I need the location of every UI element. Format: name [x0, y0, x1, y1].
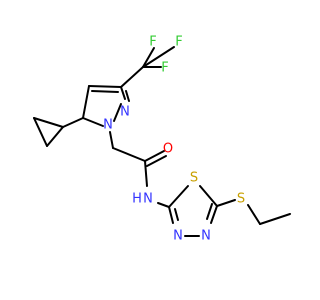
bond-cf3-ring	[120, 66, 144, 88]
bond-s-ch2	[247, 204, 261, 225]
canvas-background	[0, 0, 300, 300]
bond-c2-s1	[168, 185, 189, 208]
bond-cp-c	[46, 126, 64, 147]
atom-s-thioether: S	[237, 192, 245, 207]
bond-ch2-ch3	[259, 213, 291, 225]
atom-n-pyrazole-1: N	[103, 118, 113, 133]
atom-n-thiadiazole-3: N	[173, 229, 183, 244]
bond-c3-c4-double	[91, 90, 119, 93]
atom-f1: F	[149, 35, 156, 50]
bond-c5-n1	[82, 117, 104, 127]
bond-n3-c2	[168, 206, 174, 224]
bond-n2-c3	[120, 86, 126, 100]
bond-c-f1	[142, 47, 155, 68]
molecule-structure-diagram: F F F N N O N H S N N S	[0, 0, 300, 300]
bond-c5-n4-double	[206, 203, 213, 220]
bond-cp-b	[33, 117, 48, 147]
atom-s-thiadiazole: S	[190, 171, 198, 186]
bond-n2-c3-double	[125, 90, 130, 102]
atom-nh-amide-n: N	[143, 192, 153, 207]
bond-carbonyl-nh	[144, 160, 148, 187]
atom-n-pyrazole-2: N	[120, 105, 130, 120]
atom-labels: F F F N N O N H S N N S	[103, 35, 245, 244]
bonds	[33, 46, 291, 237]
bond-c-f2	[142, 46, 175, 68]
bond-c5-cyclopropyl	[62, 117, 84, 128]
atom-f2: F	[175, 35, 182, 50]
bond-s1-c5	[199, 185, 218, 207]
bond-n1-ch2	[109, 131, 114, 149]
atom-n-thiadiazole-4: N	[201, 229, 211, 244]
bond-c5-n4	[210, 205, 218, 224]
bond-c3-c4	[88, 85, 122, 88]
atom-o-carbonyl: O	[163, 142, 173, 157]
bond-n3-c2-double	[174, 208, 179, 221]
bond-c5-s	[216, 199, 236, 207]
atom-nh-amide-h: H	[132, 192, 142, 207]
bond-ch2-carbonyl	[112, 147, 146, 162]
bond-cp-a	[33, 117, 64, 128]
bond-co-2	[146, 155, 167, 167]
bond-co-1	[144, 150, 165, 162]
bond-c4-c5	[82, 85, 90, 119]
bond-nh-thiadiazole	[157, 202, 170, 208]
atom-f3: F	[161, 61, 168, 76]
bond-n1-n2	[113, 103, 122, 122]
